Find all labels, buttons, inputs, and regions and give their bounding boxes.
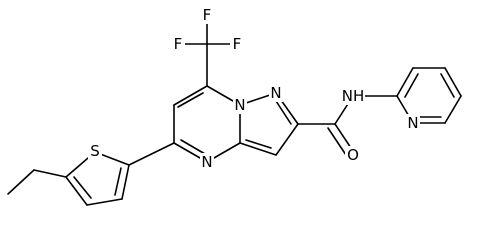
atom-nh-amide-label: NH [342, 87, 365, 105]
atom-n-pyridine: N [406, 114, 420, 132]
bond-c7-c6-double [177, 92, 204, 108]
bond-c2-c3 [275, 123, 299, 156]
atom-o-carbonyl-label: O [347, 146, 359, 164]
atom-f-right-label: F [233, 35, 242, 53]
bond-py-c3-c4-double [440, 73, 455, 98]
bond-py-c3-c4 [444, 67, 462, 97]
bond-py-c4-c5 [444, 95, 462, 124]
bond-c3-c3a-double [245, 139, 272, 149]
bond-c5-thio-c2 [128, 142, 175, 166]
bond-thio-c5-c4-double [73, 176, 92, 199]
bond-c3-c3a [239, 142, 277, 156]
atom-f-top-label: F [203, 6, 212, 24]
bond-carbonyl-o-double [327, 127, 347, 156]
atom-f-left-label: F [174, 35, 183, 53]
atom-s-thiophene-label: S [90, 142, 100, 160]
bond-ch2-ch3 [7, 169, 35, 195]
atom-f-left: F [171, 35, 185, 53]
bond-thio-c5-c4 [65, 176, 88, 206]
bond-thio-c3-c2 [121, 164, 130, 200]
atom-n-pyrimidine-label: N [201, 153, 212, 171]
bond-py-c1-c2-double [404, 73, 419, 98]
bond-c5-n4-double [180, 139, 206, 155]
bond-n1-c2-double [275, 100, 292, 125]
atom-n-pyrazole-label: N [270, 84, 281, 102]
atom-n-bridge-label: N [234, 96, 245, 114]
bond-thio-c5-ch2 [33, 169, 67, 178]
atom-n-bridge: N [233, 96, 247, 114]
atom-n-pyrazole: N [269, 84, 283, 102]
atom-o-carbonyl: O [345, 146, 361, 164]
atom-s-thiophene: S [88, 142, 102, 161]
molecule-canvas: F F F N N N S NH O N [7, 6, 462, 206]
bond-py-c1-c2 [396, 67, 414, 97]
atom-f-top: F [200, 6, 214, 24]
atom-f-right: F [230, 35, 244, 53]
atom-n-pyrimidine: N [200, 153, 214, 171]
bond-thio-c3-c2-double [114, 167, 122, 196]
bond-thio-c4-c3 [86, 198, 123, 206]
atom-n-pyridine-label: N [407, 114, 418, 132]
atom-nh-amide: NH [341, 87, 365, 105]
bond-c7-c6 [173, 85, 208, 106]
molecule-diagram: F F F N N N S NH O N [7, 6, 462, 206]
